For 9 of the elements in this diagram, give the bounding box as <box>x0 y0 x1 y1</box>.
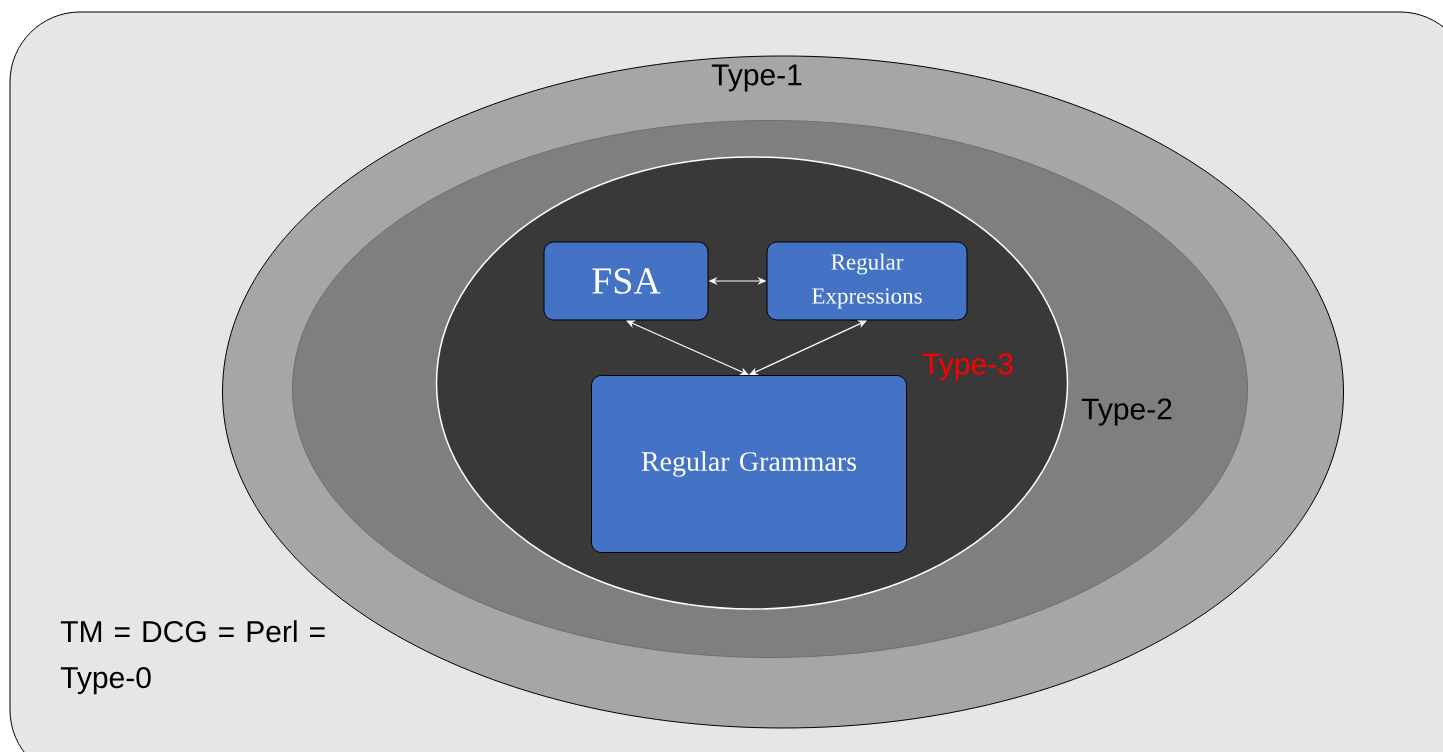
process-box: Regular Expressions <box>766 241 968 321</box>
region-label: Type-3 <box>922 353 1013 381</box>
region-label: Type-1 <box>711 64 802 92</box>
arrow <box>749 320 867 375</box>
region-label: Type-2 <box>1081 398 1172 426</box>
process-box: Regular Grammars <box>591 375 907 553</box>
arrow <box>626 320 749 376</box>
region-label: TM = DCG = Perl = Type-0 <box>60 620 325 695</box>
process-box: FSA <box>543 241 709 321</box>
